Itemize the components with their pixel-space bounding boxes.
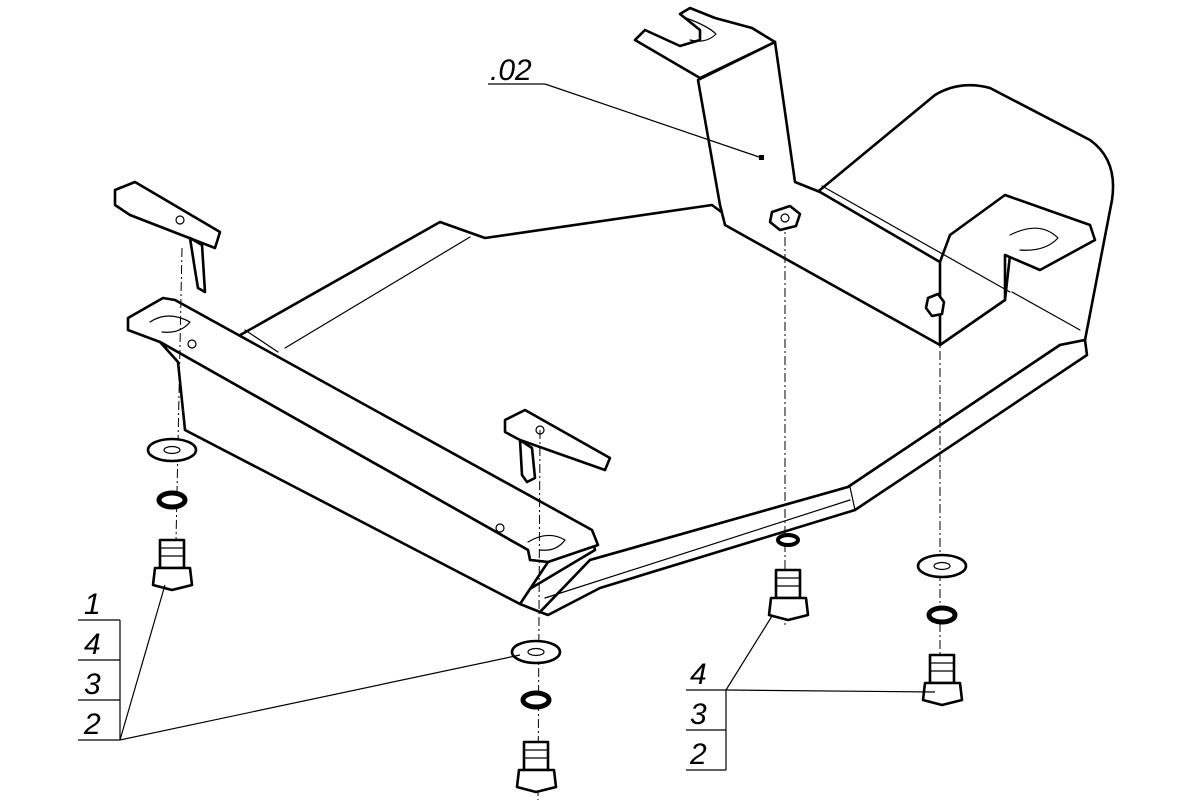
callout-left-3: 3 [84,668,101,701]
fastener-set-left [146,437,198,592]
rear-bracket-slot [685,17,717,42]
callout-stack-right: 4 3 2 [686,615,936,771]
callout-part-02: .02 [488,54,764,160]
callout-part-02-label: .02 [490,54,532,87]
fastener-set-mid-right [767,533,810,622]
bolt [151,538,194,592]
right-nut [924,292,946,318]
washer [916,553,968,579]
bolt [767,568,810,622]
skid-plate-inner-edge [244,236,471,353]
callout-right-2: 3 [690,698,707,731]
fastener-set-right [916,553,968,707]
left-clamp-slot-a [149,315,191,333]
callout-left-2: 4 [84,628,101,661]
rear-nut [768,204,802,232]
clamp-plate-1 [113,180,222,294]
clamp-plate-2 [503,408,612,484]
skid-plate-front-lip [538,338,1089,617]
rear-bracket-tab [633,6,777,80]
left-clamp-hole-a [187,339,197,349]
lock-washer [776,533,800,547]
callout-left-1: 1 [84,588,101,621]
assembly-axes [174,220,941,800]
lock-washer [520,690,552,710]
callout-stack-left: 1 4 3 2 [78,584,521,741]
washer [146,437,198,463]
bolt [515,740,558,794]
callout-right-1: 4 [690,658,707,691]
skid-plate [176,6,1115,617]
left-clamp-bar [126,296,600,606]
right-hump-flange [821,185,1081,331]
lock-washer [156,490,188,510]
skid-plate-fold-line [544,486,856,599]
washer [510,639,562,665]
callout-right-3: 2 [689,738,707,771]
right-bracket-slot [1009,227,1059,251]
fastener-set-center [510,639,562,794]
bolt [921,653,964,707]
callout-left-4: 2 [83,708,101,741]
left-clamp-hole-b [495,523,505,533]
skid-plate-surface [176,83,1115,614]
lock-washer [926,605,958,625]
